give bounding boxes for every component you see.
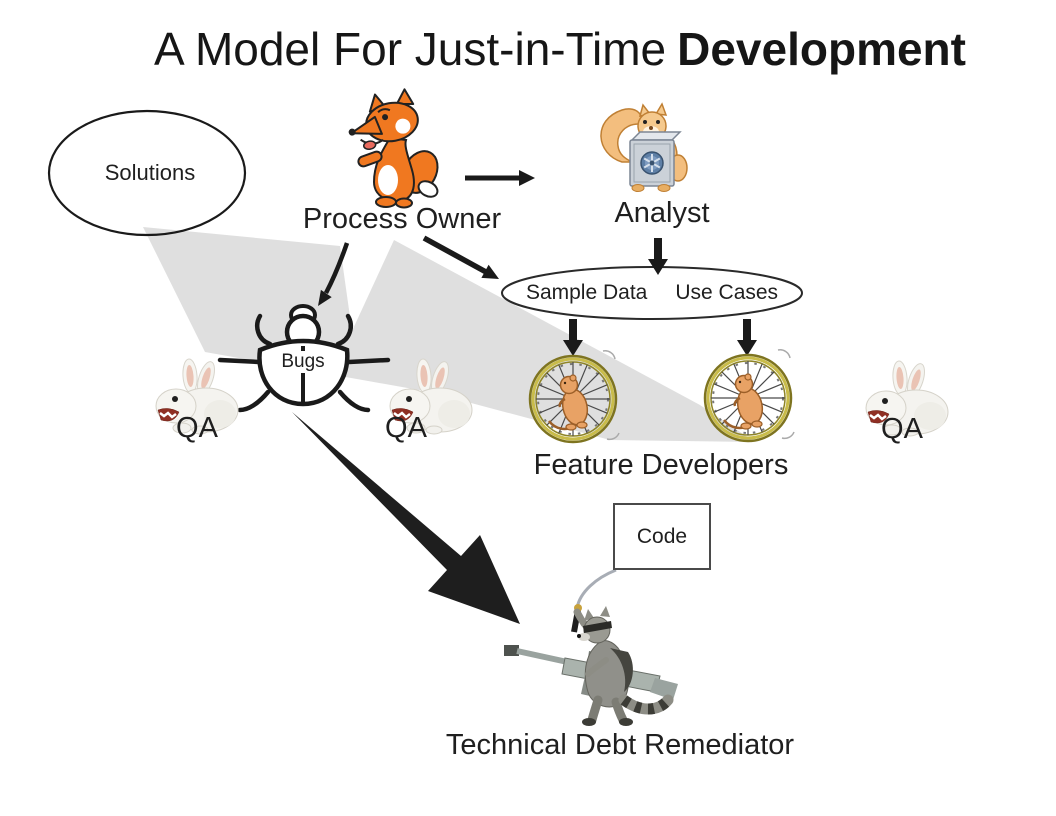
feature-developers-label: Feature Developers bbox=[533, 449, 789, 481]
process-owner-label: Process Owner bbox=[302, 203, 502, 235]
sample-data-use-cases-label: Sample Data Use Cases bbox=[526, 281, 778, 305]
arrow-ellipse-to-right-wheel bbox=[737, 319, 757, 356]
code-label: Code bbox=[636, 524, 688, 548]
sample-data-label: Sample Data bbox=[525, 281, 648, 304]
arrow-ellipse-to-left-wheel bbox=[563, 319, 583, 356]
arrow-analyst-to-ellipse bbox=[648, 238, 668, 275]
analyst-label: Analyst bbox=[614, 197, 710, 229]
title-main: A Model For Just-in-Time bbox=[154, 23, 667, 75]
technical-debt-remediator-label: Technical Debt Remediator bbox=[445, 729, 795, 761]
qa-right-label: QA bbox=[881, 413, 923, 445]
arrow-process-owner-to-analyst bbox=[465, 170, 535, 186]
shadow-beam-arrow bbox=[143, 227, 755, 442]
squirrel-safe-icon bbox=[600, 102, 688, 192]
arrow-bugs-to-remediator bbox=[292, 412, 520, 624]
solutions-ellipse bbox=[47, 109, 247, 237]
arrow-process-owner-to-sample-data bbox=[422, 235, 499, 279]
bugs-label: Bugs bbox=[279, 351, 327, 373]
code-box: Code bbox=[613, 503, 711, 570]
solutions-label: Solutions bbox=[104, 160, 196, 185]
arrow-process-owner-to-bugs bbox=[318, 242, 350, 306]
katana-blade bbox=[575, 568, 617, 609]
title-emphasis: Development bbox=[677, 23, 966, 75]
raccoon-icon bbox=[504, 568, 678, 726]
qa-middle-label: QA bbox=[385, 412, 427, 444]
fox-icon bbox=[348, 88, 439, 209]
use-cases-label: Use Cases bbox=[675, 281, 779, 304]
qa-left-label: QA bbox=[176, 412, 218, 444]
sample-data-use-cases-ellipse bbox=[501, 266, 803, 320]
